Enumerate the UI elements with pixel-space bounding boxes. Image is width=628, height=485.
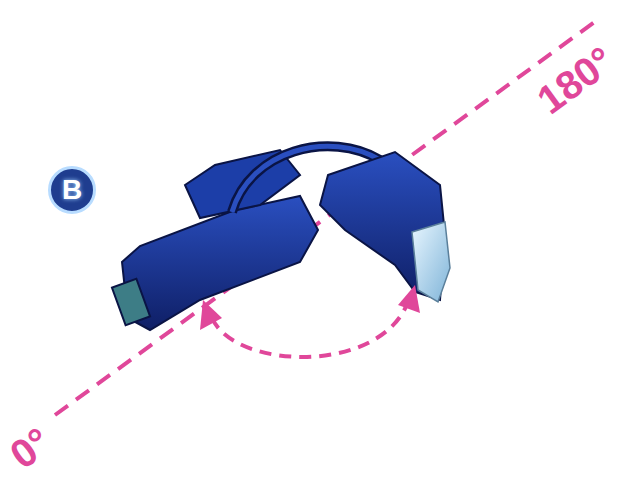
angle-label-end: 180° — [530, 40, 620, 121]
angle-label-start: 0° — [3, 421, 57, 476]
brace-left-arm — [122, 196, 318, 330]
rotation-arrow — [212, 302, 408, 357]
arrowhead-left — [200, 300, 222, 330]
arrowhead-right — [398, 285, 420, 313]
axis-line — [55, 18, 600, 415]
badge-letter: B — [62, 176, 82, 204]
brace-right-tip — [412, 222, 450, 302]
badge-circle: B — [47, 165, 97, 215]
brace-left-end — [112, 279, 150, 325]
